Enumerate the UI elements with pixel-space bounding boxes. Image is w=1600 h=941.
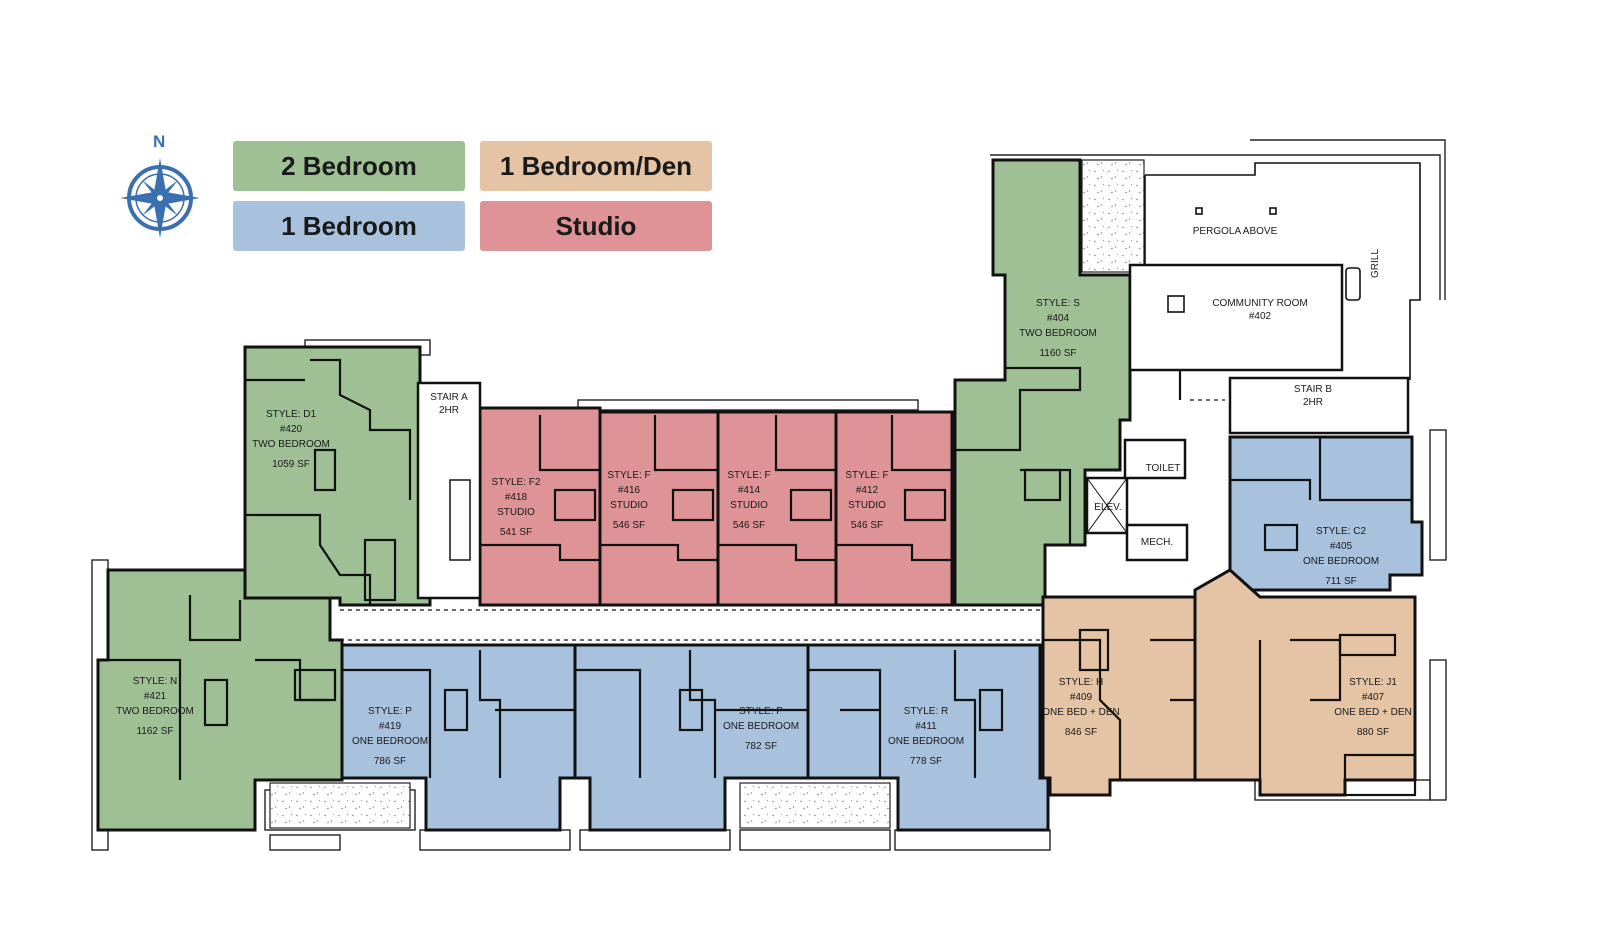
mech-label: MECH. — [1140, 537, 1174, 548]
landscape-area — [269, 782, 411, 829]
unit-420-area — [243, 345, 432, 607]
pergola-label: PERGOLA ABOVE — [1192, 226, 1278, 237]
unit-405-area — [1228, 435, 1424, 592]
elevator-label: ELEV. — [1094, 502, 1122, 513]
mech-shape — [1125, 523, 1189, 562]
corridor-outline — [340, 399, 1225, 641]
stair-b-shape — [1228, 376, 1410, 435]
compass-rose-icon — [120, 158, 200, 238]
interior-walls — [108, 338, 1417, 797]
legend-one-bedroom: 1 Bedroom — [233, 201, 465, 251]
grill-label: GRILL — [1370, 249, 1381, 278]
unit-421-area — [96, 568, 344, 832]
pergola-outline — [1144, 162, 1421, 380]
legend-studio: Studio — [480, 201, 712, 251]
unit-411-area — [806, 643, 1050, 832]
toilet-label: TOILET — [1145, 463, 1181, 474]
legend-one-bedroom-den: 1 Bedroom/Den — [480, 141, 712, 191]
compass-north-label: N — [153, 132, 166, 151]
unit-404-area — [953, 158, 1132, 607]
landscape-area — [739, 782, 891, 829]
core-structures — [416, 263, 1410, 600]
toilet-shape — [1123, 438, 1187, 480]
outer-balcony-outlines — [91, 139, 1447, 851]
unit-412-area — [834, 410, 954, 607]
community-room-shape — [1128, 263, 1344, 372]
legend-two-bedroom: 2 Bedroom — [233, 141, 465, 191]
community-room-label: COMMUNITY ROOM#402 — [1212, 298, 1308, 322]
landscape-area — [1081, 159, 1145, 273]
